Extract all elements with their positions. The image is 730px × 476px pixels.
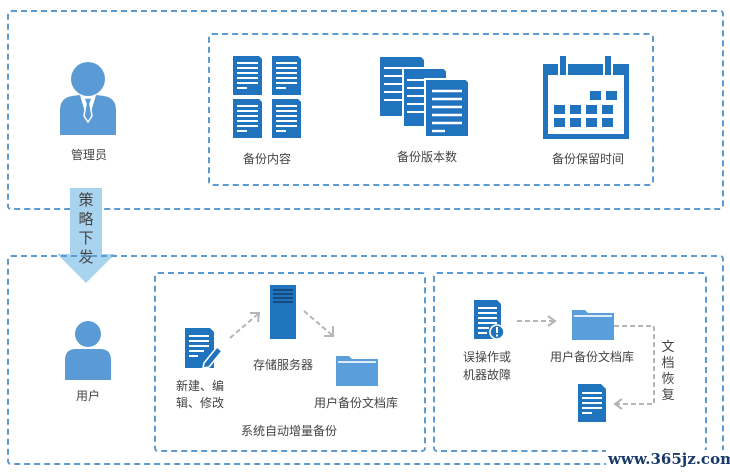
stacked-documents-icon <box>379 56 474 138</box>
backup-settings-panel <box>208 33 654 186</box>
server-label: 存储服务器 <box>252 358 313 372</box>
edit-document-icon <box>184 327 224 369</box>
user-backup-panel <box>7 255 724 465</box>
user-label: 用户 <box>75 389 100 403</box>
admin-policy-panel <box>7 10 724 210</box>
backup-content-label: 备份内容 <box>242 152 291 166</box>
recovery-library-label: 用户备份文档库 <box>549 350 634 364</box>
backup-retention-label: 备份保留时间 <box>551 152 624 166</box>
calendar-icon <box>542 55 630 140</box>
restore-label: 文档恢复 <box>661 340 675 403</box>
auto-backup-title: 系统自动增量备份 <box>240 424 337 438</box>
auto-backup-panel <box>154 272 426 452</box>
error-label: 误操作或 机器故障 <box>463 350 512 382</box>
arrow-edit-to-server <box>228 310 262 340</box>
recovery-panel <box>433 272 707 452</box>
warning-document-icon <box>473 299 505 341</box>
arrow-server-to-library <box>302 309 336 339</box>
policy-down-arrow <box>56 188 116 284</box>
auto-library-label: 用户备份文档库 <box>313 396 398 410</box>
watermark: www.365jz.com <box>606 450 730 468</box>
user-person-icon <box>65 320 111 380</box>
recovery-folder-icon <box>572 308 614 340</box>
restore-path-arrow <box>612 320 660 410</box>
admin-label: 管理员 <box>70 148 107 162</box>
server-icon <box>270 285 296 339</box>
edit-label: 新建、编 辑、修改 <box>176 379 225 410</box>
policy-arrow-label: 策略下发 <box>78 191 94 266</box>
restored-document-icon <box>577 383 607 423</box>
arrow-error-to-library <box>516 315 558 327</box>
backup-versions-label: 备份版本数 <box>396 150 457 164</box>
folder-icon <box>336 354 378 386</box>
documents-grid-icon <box>232 55 302 140</box>
admin-person-icon <box>58 60 118 135</box>
